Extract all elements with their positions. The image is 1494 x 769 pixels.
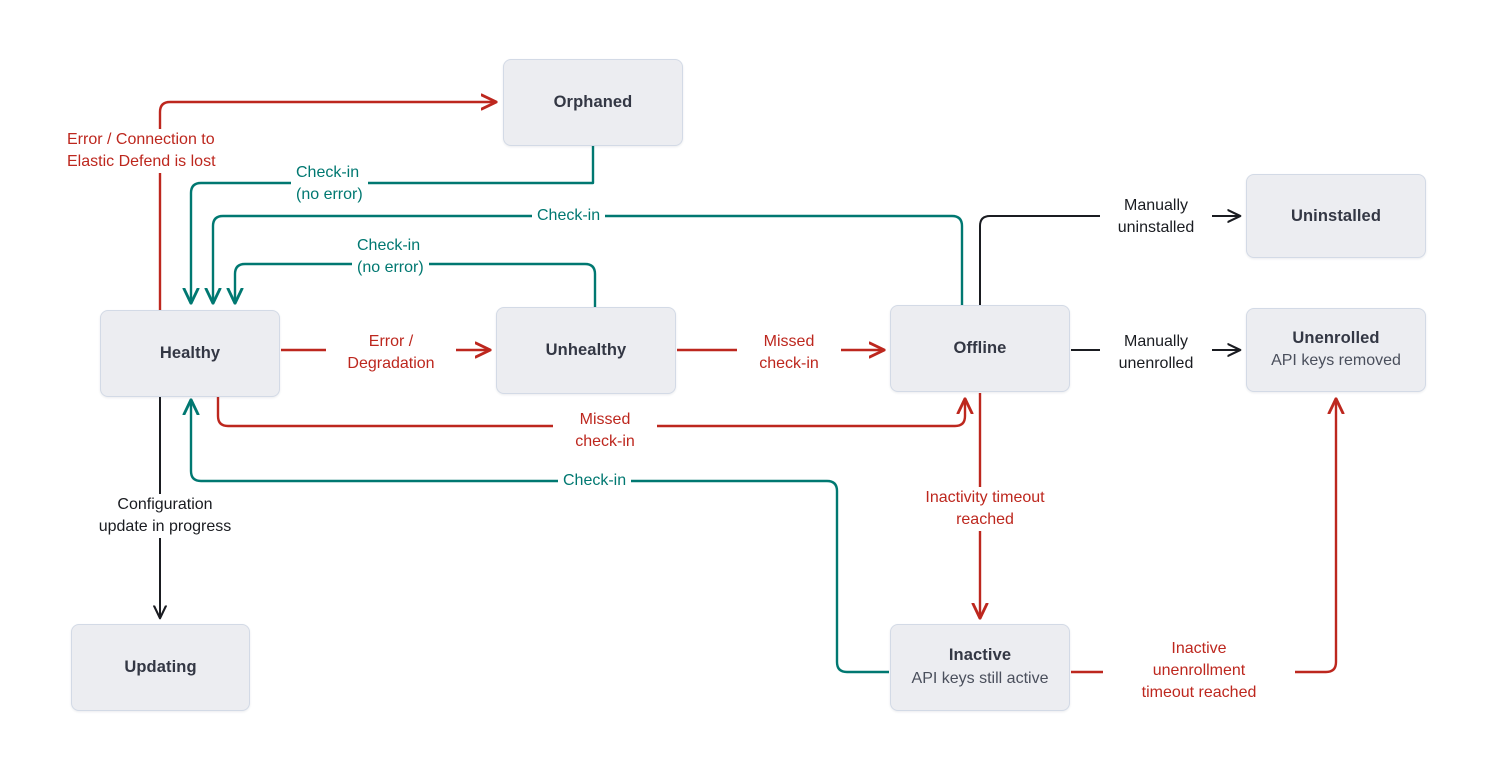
state-title-offline: Offline: [953, 339, 1007, 358]
edge-label-line-2: unenrolled: [1118, 355, 1194, 373]
state-title-unenrolled: Unenrolled: [1292, 328, 1380, 347]
edge-label-line-1: Configuration: [117, 496, 213, 513]
edge-label-line-1: Check-in: [296, 164, 360, 181]
edge-label-line-1: Inactive: [1171, 640, 1227, 657]
state-title-healthy: Healthy: [159, 344, 221, 363]
state-node-healthy[interactable]: Healthy: [100, 310, 280, 397]
edge-label-line-2: (no error): [357, 259, 424, 277]
edge-orphaned-to-healthy: [191, 146, 595, 303]
edge-label-line-3: timeout reached: [1141, 684, 1257, 702]
state-node-uninstalled[interactable]: Uninstalled: [1246, 174, 1426, 258]
edge-label-line-2: check-in: [759, 355, 819, 373]
state-subtitle-unenrolled: API keys removed: [1271, 352, 1401, 370]
state-node-updating[interactable]: Updating: [71, 624, 250, 711]
edge-label-offline-to-uninstalled: Manually uninstalled: [1100, 195, 1212, 240]
edge-inactive-to-healthy: [191, 400, 889, 674]
edge-label-line-2: check-in: [575, 433, 635, 451]
edge-label-orphaned-to-healthy: Check-in (no error): [291, 162, 368, 207]
state-subtitle-inactive: API keys still active: [911, 669, 1049, 687]
edge-label-line-1: Manually: [1123, 197, 1189, 214]
edge-label-offline-to-inactive: Inactivity timeout reached: [890, 487, 1080, 532]
state-title-unhealthy: Unhealthy: [545, 341, 627, 360]
edge-label-line-2: uninstalled: [1117, 219, 1195, 237]
edge-label-line-1: Check-in: [563, 472, 627, 489]
edge-label-line-1: Missed: [763, 333, 815, 350]
state-node-orphaned[interactable]: Orphaned: [503, 59, 683, 146]
state-title-updating: Updating: [124, 658, 197, 677]
edge-inactive-to-unenrolled: [1071, 399, 1336, 674]
state-node-unenrolled[interactable]: Unenrolled API keys removed: [1246, 308, 1426, 392]
edge-label-healthy-to-offline: Missed check-in: [553, 409, 657, 454]
edge-healthy-to-orphaned: [158, 102, 496, 310]
edge-offline-to-uninstalled: [979, 216, 1240, 305]
edge-label-line-2: (no error): [296, 186, 363, 204]
state-title-orphaned: Orphaned: [553, 93, 633, 112]
edge-label-line-2: update in progress: [98, 518, 232, 536]
edge-label-line-1: Manually: [1123, 333, 1189, 350]
edge-label-healthy-to-orphaned: Error / Connection to Elastic Defend is l…: [62, 129, 221, 174]
edge-label-line-1: Error /: [368, 333, 414, 350]
edge-label-line-1: Missed: [579, 411, 631, 428]
state-title-uninstalled: Uninstalled: [1290, 206, 1382, 225]
edge-offline-to-healthy: [213, 214, 964, 305]
edge-label-line-2: reached: [956, 511, 1014, 529]
edge-label-inactive-to-healthy: Check-in: [558, 470, 632, 493]
edge-label-line-1: Check-in: [357, 237, 421, 254]
edge-label-line-2: Degradation: [347, 355, 435, 373]
edge-label-unhealthy-to-healthy: Check-in (no error): [352, 235, 429, 280]
edge-label-offline-to-healthy: Check-in: [532, 205, 606, 228]
state-node-unhealthy[interactable]: Unhealthy: [496, 307, 676, 394]
edge-label-offline-to-unenrolled: Manually unenrolled: [1100, 331, 1212, 376]
state-node-offline[interactable]: Offline: [890, 305, 1070, 392]
edge-label-unhealthy-to-offline: Missed check-in: [737, 331, 841, 376]
state-node-inactive[interactable]: Inactive API keys still active: [890, 624, 1070, 711]
edge-label-line-1: Inactivity timeout: [925, 489, 1045, 506]
edge-label-healthy-to-unhealthy: Error / Degradation: [326, 331, 456, 376]
edge-label-line-1: Error / Connection to: [67, 131, 215, 148]
edge-label-healthy-to-updating: Configuration update in progress: [68, 494, 262, 539]
edge-label-line-1: Check-in: [537, 207, 601, 224]
edge-label-line-2: Elastic Defend is lost: [67, 153, 216, 171]
state-title-inactive: Inactive: [948, 646, 1012, 665]
edge-label-line-2: unenrollment: [1152, 662, 1246, 680]
edge-label-inactive-to-unenrolled: Inactive unenrollment timeout reached: [1103, 638, 1295, 705]
